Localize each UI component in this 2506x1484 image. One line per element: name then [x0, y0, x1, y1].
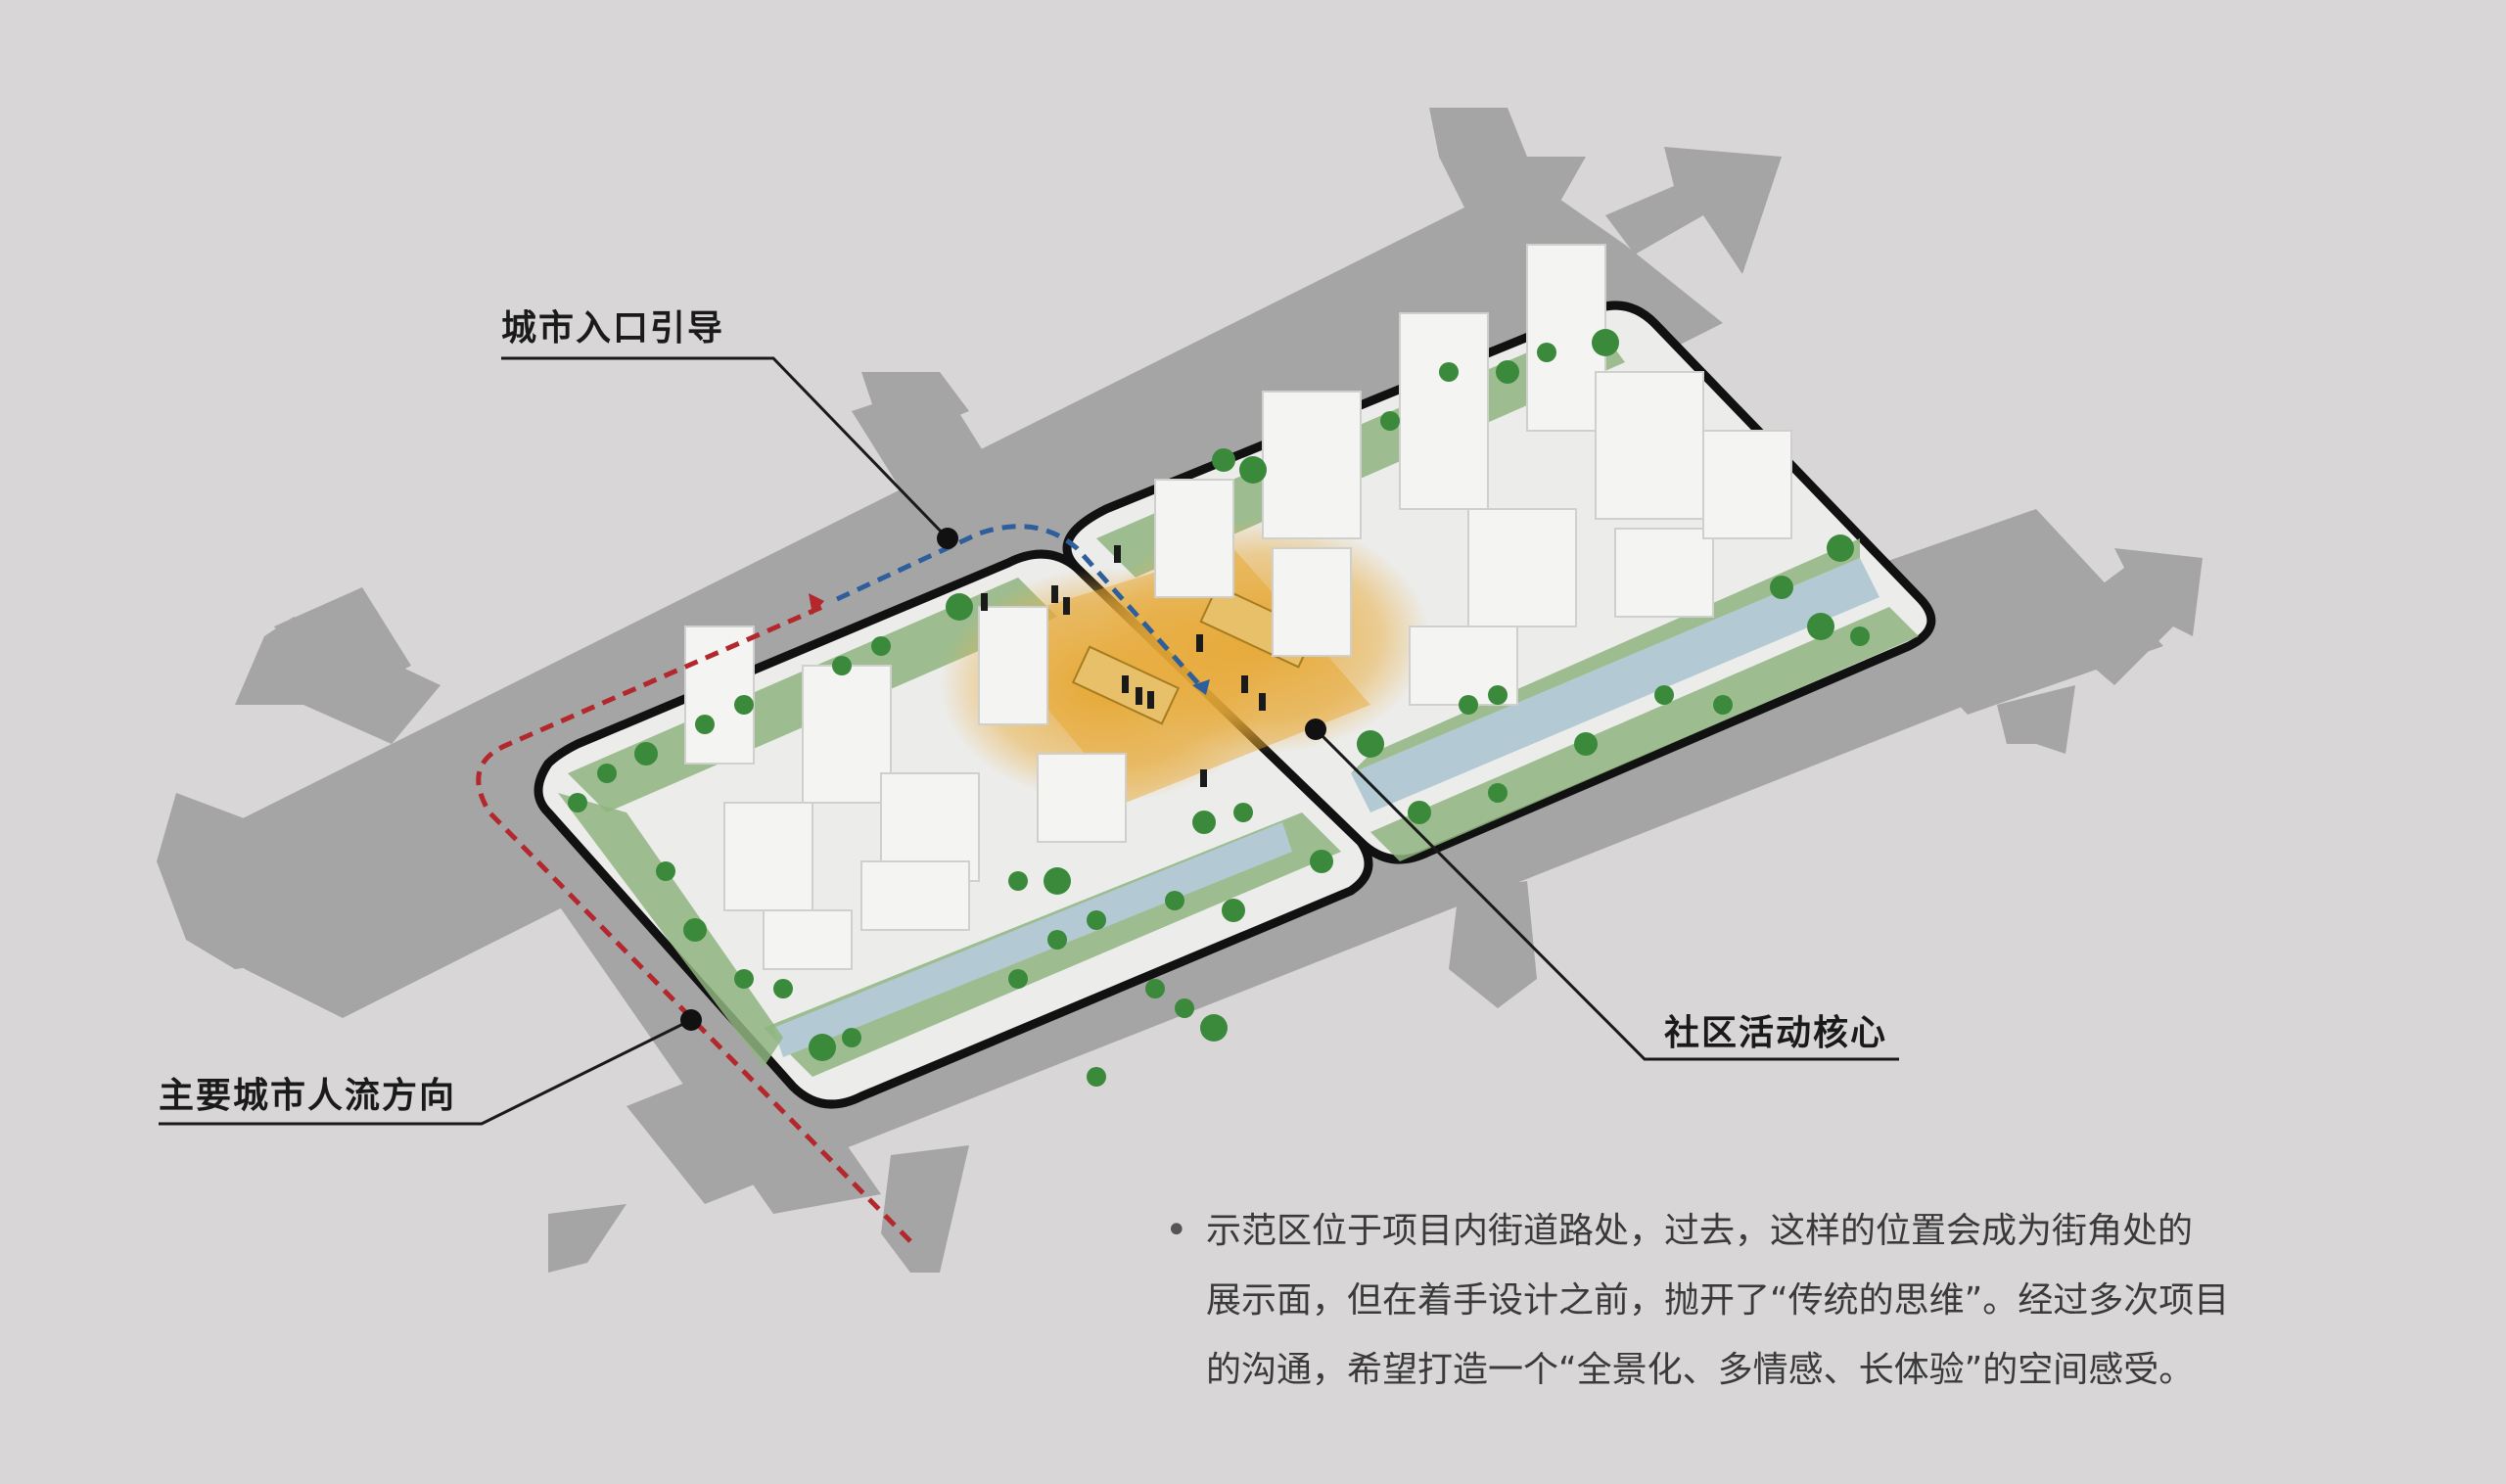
arrow-south [1449, 881, 1537, 1008]
callout-lines [159, 356, 1899, 1126]
buildings [684, 244, 1792, 970]
people [981, 545, 1266, 787]
callout-city-entrance: 城市入口引导 [501, 308, 725, 348]
dot-entrance [937, 528, 958, 549]
dot-pedestrian [680, 1009, 702, 1031]
callout-community-core: 社区活动核心 [1664, 1013, 1888, 1053]
blue-path-arrowhead [1192, 679, 1210, 695]
red-path-arrowhead [809, 593, 824, 615]
callout-pedestrian-flow: 主要城市人流方向 [159, 1076, 457, 1116]
block-left-water [773, 822, 1292, 1057]
dot-core [1305, 719, 1326, 740]
description-line-2: 展示面，但在着手设计之前，抛开了“传统的思维”。经过多次项目 [1206, 1280, 2230, 1321]
arrow-southwest [548, 1204, 626, 1273]
arrow-east [2046, 548, 2203, 685]
leader-core [1314, 727, 1899, 1061]
bullet-marker: • [1165, 1208, 1188, 1253]
description-text: • 示范区位于项目内街道路处，过去，这样的位置会成为街角处的 展示面，但在着手设… [1165, 1196, 2477, 1405]
arrow-northeast [1605, 147, 1782, 274]
arrow-west [157, 793, 313, 969]
leader-pedestrian [159, 1018, 692, 1126]
leader-entrance [501, 356, 950, 540]
road-arrows [157, 108, 2203, 1273]
arrow-north-top [1429, 108, 1586, 225]
description-line-3: 的沟通，希望打造一个“全景化、多情感、长体验”的空间感受。 [1206, 1350, 2195, 1390]
arrow-northwest [235, 617, 441, 744]
description-line-1: 示范区位于项目内街道路处，过去，这样的位置会成为街角处的 [1206, 1211, 2194, 1251]
red-pedestrian-path [476, 604, 912, 1243]
block-right-water [1351, 558, 1880, 812]
blue-entrance-path [835, 524, 1206, 692]
block-right-green-bottom [1370, 607, 1919, 861]
arrow-southeast [1997, 685, 2075, 754]
arrow-south-bottom [881, 1145, 969, 1273]
trees [568, 329, 1870, 1087]
arrow-north-small [861, 372, 969, 431]
